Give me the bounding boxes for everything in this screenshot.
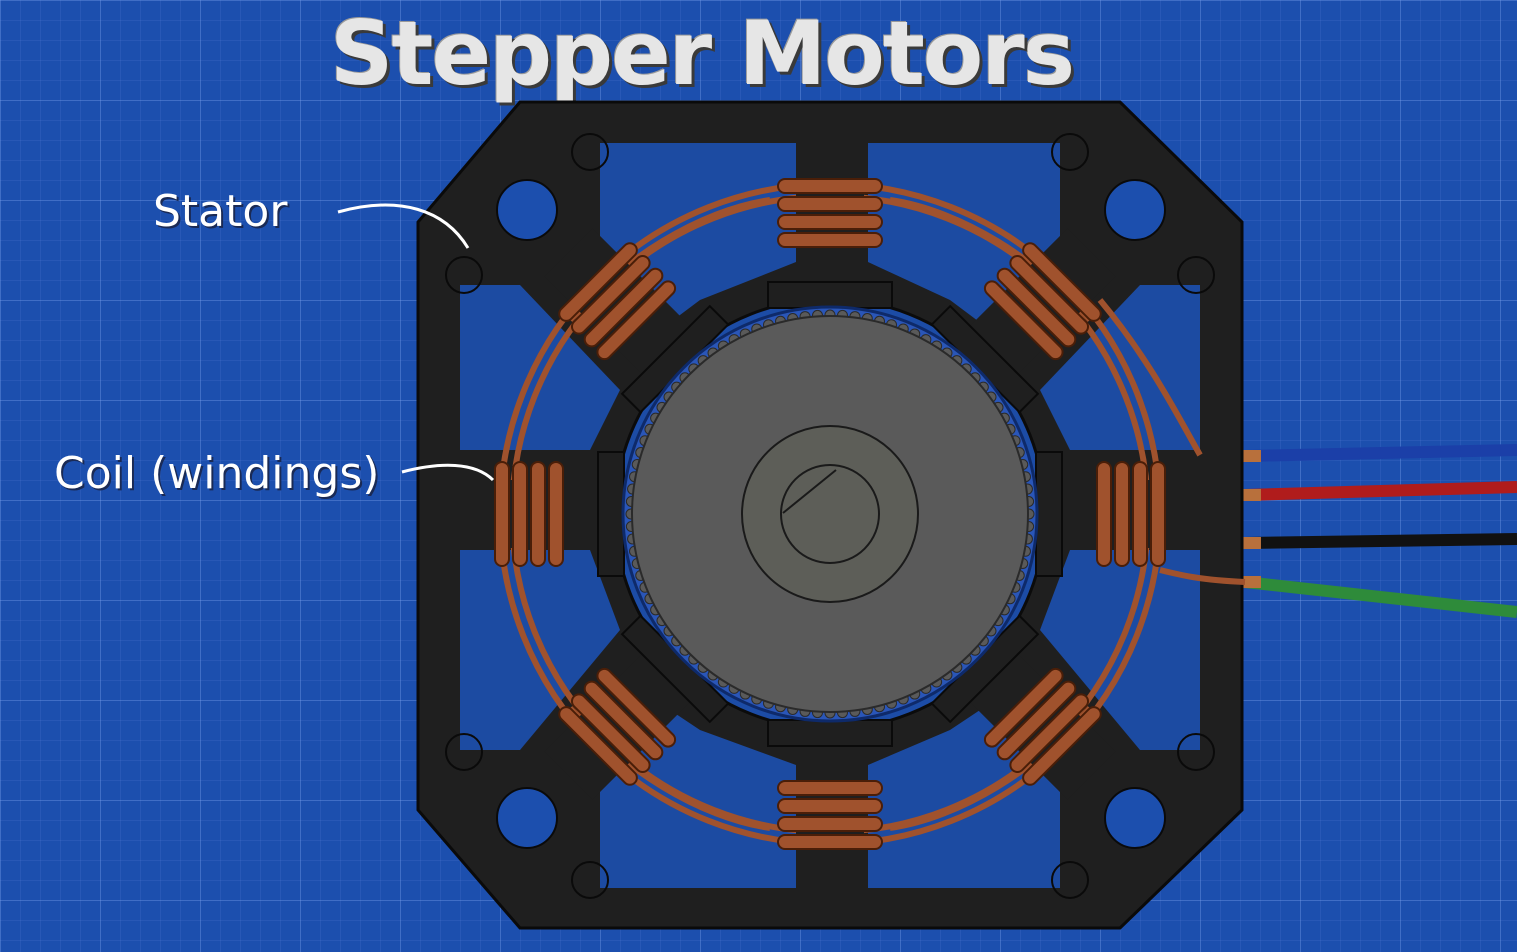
shaft [780, 464, 880, 564]
lead-wire-red [1244, 481, 1517, 501]
mounting-hole [1104, 787, 1166, 849]
coil [1096, 461, 1166, 567]
lead-wire-blue [1244, 444, 1517, 462]
mounting-hole [1104, 179, 1166, 241]
coil [558, 667, 677, 786]
stator-pole [1035, 451, 1200, 577]
lead-wire-black [1244, 533, 1517, 549]
diagram-title: Stepper Motors [330, 2, 1075, 105]
stator-pole [544, 228, 730, 414]
coil [777, 780, 883, 850]
coil [983, 242, 1102, 361]
stator-window [1040, 285, 1200, 450]
coil [983, 667, 1102, 786]
stator-pole [460, 451, 625, 577]
stator-window [460, 285, 620, 450]
lead-wire-green [1244, 576, 1517, 618]
coil-leader-line [401, 463, 495, 482]
lead-wires [1243, 444, 1517, 618]
stator-leader-line [337, 203, 470, 249]
stator-poles [460, 144, 1200, 884]
rotor [621, 305, 1039, 723]
stator-pole [544, 614, 730, 800]
stator-pole [767, 144, 893, 309]
stator-pole [930, 228, 1116, 414]
shaft-flat [782, 469, 837, 514]
mounting-hole [496, 787, 558, 849]
stator-pole [767, 719, 893, 884]
coil [777, 178, 883, 248]
coil [558, 242, 677, 361]
coil [494, 461, 564, 567]
mounting-hole [496, 179, 558, 241]
stator-label: Stator [153, 186, 288, 237]
stator-pole [930, 614, 1116, 800]
coil-label: Coil (windings) [54, 448, 380, 499]
